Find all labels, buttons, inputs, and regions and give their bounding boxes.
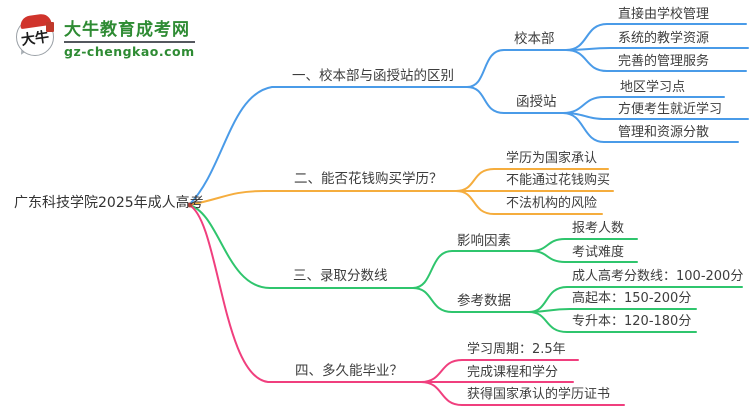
node-study-period: 学习周期：2.5年 bbox=[467, 342, 566, 357]
node-study-nearby: 方便考生就近学习 bbox=[618, 102, 723, 117]
site-logo: 大牛 大牛教育成考网 gz-chengkao.com bbox=[15, 12, 195, 61]
hq-leaf3-line bbox=[565, 49, 747, 72]
site-name: 大牛教育成考网 bbox=[64, 15, 195, 43]
logo-text-block: 大牛教育成考网 gz-chengkao.com bbox=[64, 15, 195, 59]
node-state-recognized-certificate: 获得国家承认的学历证书 bbox=[467, 387, 611, 402]
branch3-main-line bbox=[188, 204, 414, 289]
refdata-leaf3-line bbox=[528, 311, 697, 333]
node-systematic-teaching-resources: 系统的教学资源 bbox=[618, 31, 710, 46]
branch4-main-line bbox=[188, 204, 422, 383]
node-correspondence-station: 函授站 bbox=[516, 94, 557, 110]
node-complete-courses-credits: 完成课程和学分 bbox=[467, 365, 559, 380]
node-state-recognized-degree: 学历为国家承认 bbox=[506, 151, 598, 166]
branch2-main-line bbox=[188, 190, 457, 206]
logo-red-seal bbox=[46, 22, 54, 32]
node-scattered-management: 管理和资源分散 bbox=[618, 125, 710, 140]
node-applicant-numbers: 报考人数 bbox=[572, 221, 625, 236]
branch2-leaf3-line bbox=[455, 190, 603, 215]
branch4-leaf3-line bbox=[420, 381, 625, 406]
root-node: 广东科技学院2025年成人高考 bbox=[14, 195, 204, 211]
branch3-fork-up-line bbox=[412, 250, 532, 289]
node-cannot-buy-degree: 不能通过花钱购买 bbox=[506, 173, 611, 188]
node-school-headquarters: 校本部 bbox=[514, 31, 555, 47]
station-leaf3-line bbox=[562, 112, 739, 143]
branch1-main-line bbox=[188, 86, 468, 206]
branch1-fork-down-line bbox=[466, 86, 564, 114]
factors-leaf2-line bbox=[530, 250, 638, 263]
branch1-fork-up-line bbox=[466, 49, 567, 88]
node-illegal-agency-risk: 不法机构的风险 bbox=[506, 196, 598, 211]
branch-3-label: 三、录取分数线 bbox=[293, 268, 388, 284]
node-exam-difficulty: 考试难度 bbox=[572, 245, 625, 260]
node-reference-data: 参考数据 bbox=[457, 293, 511, 309]
node-zhuanshengben-score: 专升本：120-180分 bbox=[572, 314, 692, 329]
branch-1-label: 一、校本部与函授站的区别 bbox=[292, 68, 454, 84]
node-gaoqiben-score: 高起本：150-200分 bbox=[572, 291, 692, 306]
daniu-logo-icon: 大牛 bbox=[15, 12, 57, 61]
node-influencing-factors: 影响因素 bbox=[457, 233, 511, 249]
hq-leaf2-line bbox=[565, 47, 749, 51]
node-regional-study-point: 地区学习点 bbox=[620, 80, 686, 95]
node-complete-management-services: 完善的管理服务 bbox=[618, 54, 710, 69]
node-direct-school-management: 直接由学校管理 bbox=[618, 7, 710, 22]
node-adult-exam-score-line: 成人高考分数线：100-200分 bbox=[572, 269, 744, 284]
root-connector-dot bbox=[187, 202, 193, 208]
refdata-leaf2-line bbox=[528, 308, 697, 313]
branch-4-label: 四、多久能毕业？ bbox=[295, 363, 403, 379]
site-domain: gz-chengkao.com bbox=[64, 44, 195, 59]
branch3-fork-down-line bbox=[412, 287, 530, 313]
branch-2-label: 二、能否花钱购买学历？ bbox=[294, 171, 443, 187]
